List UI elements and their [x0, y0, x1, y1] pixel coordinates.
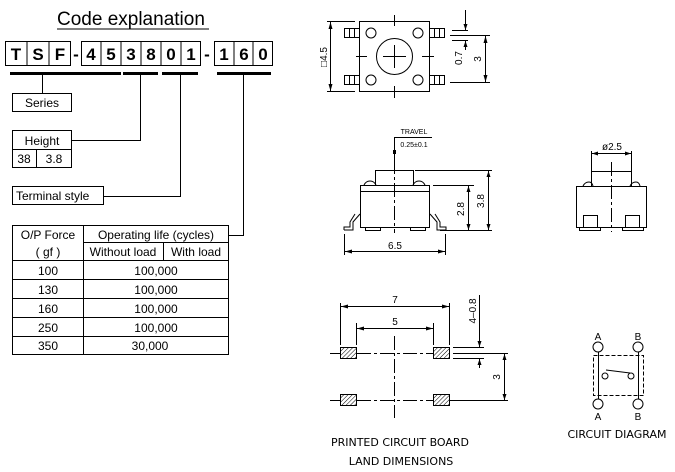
travel-value: 0.25±0.1: [400, 142, 427, 149]
header-operating-life: Operating life (cycles): [98, 228, 214, 242]
end-view-drawing: ø2.5: [576, 142, 647, 232]
part-number: T S F - 4 5 3 8 0 1 - 1 6 0: [5, 41, 273, 66]
code-char: 8: [146, 45, 155, 64]
circuit-diagram: A B A B CIRCUIT DIAGRAM: [568, 332, 667, 441]
row-force: 160: [38, 302, 58, 316]
row-force: 130: [38, 283, 58, 297]
dim-pad: 4–0.8: [468, 298, 479, 323]
row-life: 100,000: [134, 283, 178, 297]
dim-total-height: 3.8: [476, 194, 487, 208]
travel-label: TRAVEL: [401, 129, 428, 136]
height-table: Height 38 3.8: [12, 130, 72, 168]
series-label: Series: [25, 96, 59, 110]
row-force: 350: [38, 339, 58, 353]
dim-inner: 5: [392, 317, 398, 328]
header-with-load: With load: [171, 245, 221, 259]
terminal-b-top: B: [635, 332, 642, 343]
code-box-group-force: [214, 41, 273, 66]
code-box-group-height-terminal: [81, 41, 201, 66]
terminal-b-bottom: B: [635, 412, 642, 423]
code-char: F: [55, 45, 65, 64]
code-char: 1: [186, 45, 195, 64]
code-char: 0: [258, 45, 267, 64]
terminal-style-box: [12, 186, 104, 205]
dim-0-7: 0.7: [454, 51, 465, 65]
row-force: 100: [38, 264, 58, 278]
code-char: 4: [86, 45, 96, 64]
code-char: 0: [166, 45, 175, 64]
height-value: 3.8: [46, 152, 63, 166]
circuit-diagram-caption: CIRCUIT DIAGRAM: [568, 428, 667, 441]
height-code: 38: [17, 152, 31, 166]
dim-pitch-3: 3: [473, 56, 484, 62]
dim-square-4-5: □4.5: [319, 47, 330, 67]
code-box-group-series: [5, 41, 71, 66]
code-dash: -: [73, 45, 79, 64]
pcb-land-drawing: 7 5 4–0.8 3 PRINTED CIRCUIT BOARD LAND D…: [330, 295, 508, 468]
dim-button-diameter: ø2.5: [602, 142, 622, 153]
terminal-a-top: A: [595, 332, 602, 343]
code-char: S: [32, 45, 43, 64]
code-dash: -: [204, 45, 210, 64]
series-box: [12, 93, 72, 112]
dim-body-height: 2.8: [456, 202, 467, 216]
pcb-caption-line2: LAND DIMENSIONS: [349, 455, 454, 468]
row-force: 250: [38, 321, 58, 335]
dim-pad-pitch: 3: [492, 374, 503, 380]
side-view-drawing: TRAVEL 0.25±0.1 2.8 3.8 6.5: [343, 129, 492, 255]
terminal-style-label: Terminal style: [16, 189, 90, 203]
force-life-table: O/P Force ( gf ) Operating life (cycles)…: [12, 225, 229, 355]
code-char: T: [11, 45, 22, 64]
pcb-caption-line1: PRINTED CIRCUIT BOARD: [331, 436, 469, 449]
dim-outer: 7: [392, 295, 398, 306]
code-char: 6: [239, 45, 248, 64]
dim-width: 6.5: [388, 241, 402, 252]
code-char: 3: [126, 45, 135, 64]
top-view-drawing: □4.5 0.7 3: [319, 10, 490, 98]
code-char: 5: [106, 45, 115, 64]
height-label: Height: [25, 134, 60, 148]
header-op-force: O/P Force: [21, 228, 76, 242]
header-gf: ( gf ): [36, 245, 61, 259]
code-explanation-title: Code explanation: [57, 9, 205, 30]
row-life: 100,000: [134, 264, 178, 278]
row-life: 30,000: [132, 339, 169, 353]
code-char: 1: [219, 45, 228, 64]
row-life: 100,000: [134, 321, 178, 335]
row-life: 100,000: [134, 302, 178, 316]
terminal-a-bottom: A: [595, 412, 602, 423]
code-explanation-section: Code explanation T S F - 4 5 3 8 0 1 - 1…: [5, 9, 273, 355]
header-without-load: Without load: [90, 245, 157, 259]
